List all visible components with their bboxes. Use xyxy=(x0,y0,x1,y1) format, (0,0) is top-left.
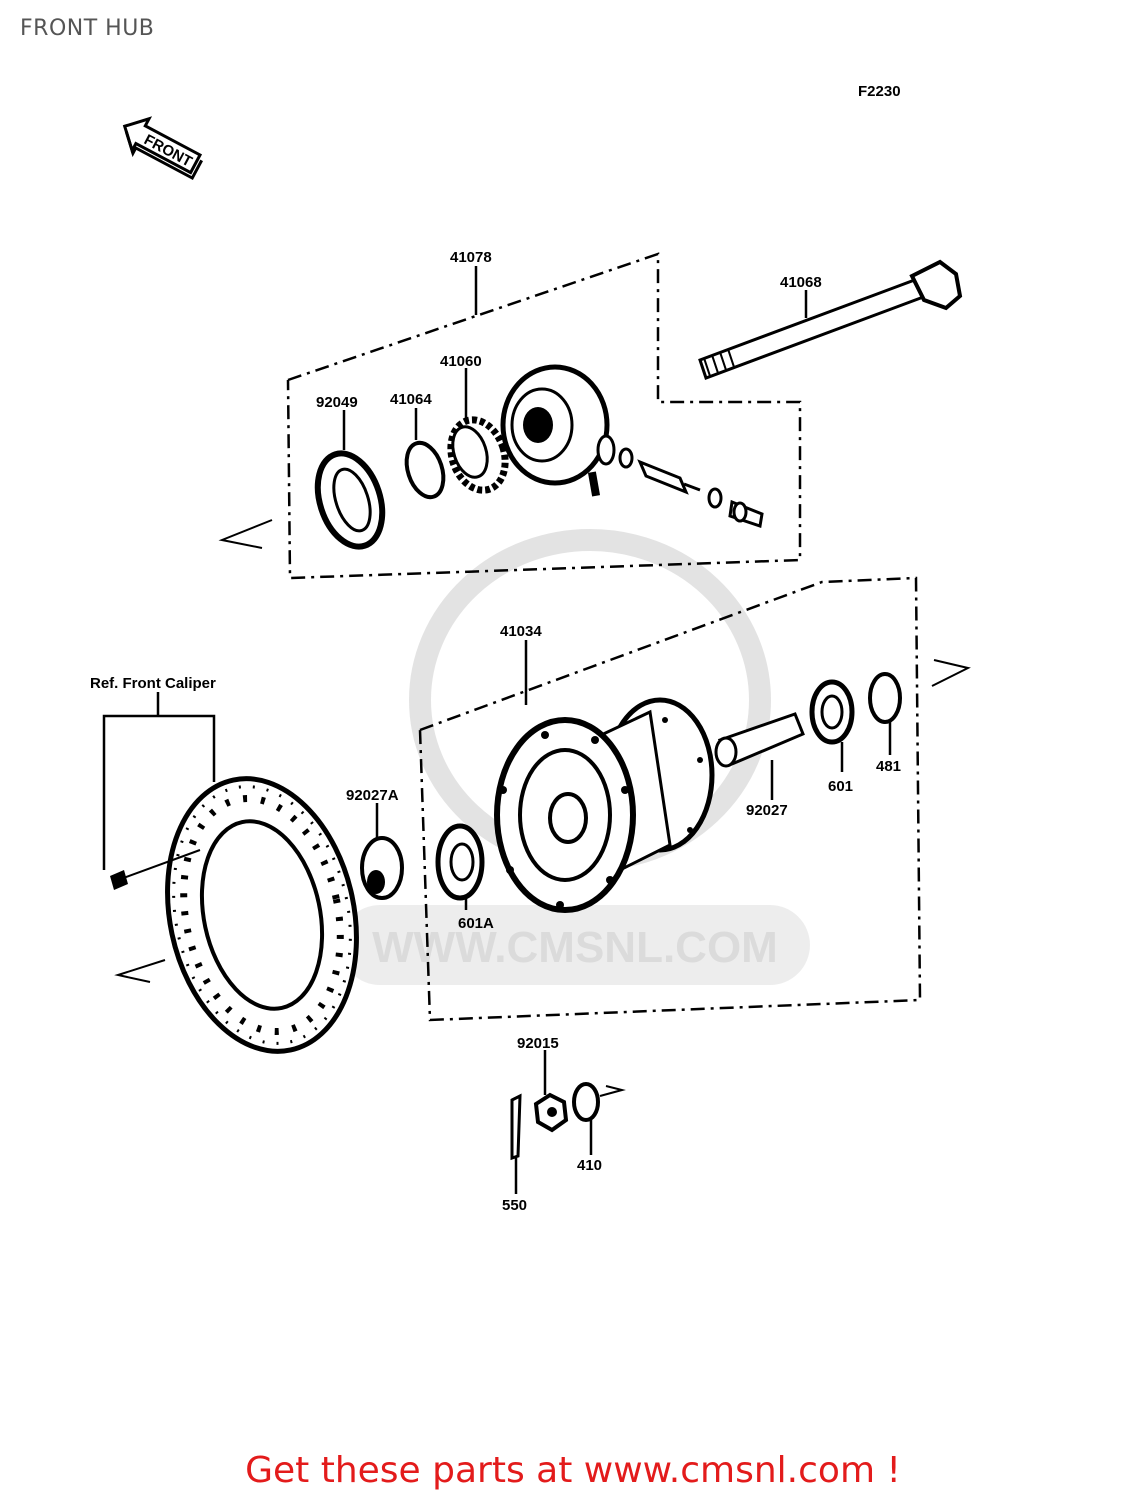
washer-410 xyxy=(572,1082,600,1122)
part-label-92015: 92015 xyxy=(517,1035,559,1052)
part-label-550: 550 xyxy=(502,1197,527,1214)
nut-92015 xyxy=(533,1092,569,1133)
direction-arrow-410 xyxy=(599,1085,626,1097)
ref-front-caliper-label: Ref. Front Caliper xyxy=(90,675,216,692)
assembly-41078-box xyxy=(286,252,802,580)
part-label-41034: 41034 xyxy=(500,623,542,640)
front-direction-arrow: FRONT xyxy=(122,116,203,181)
brake-disc xyxy=(165,776,359,1054)
oil-seal-92049 xyxy=(314,450,386,550)
spacer-92027 xyxy=(714,712,805,768)
axle-41068 xyxy=(698,259,963,380)
footer-link[interactable]: Get these parts at www.cmsnl.com ! xyxy=(245,1450,901,1491)
part-label-92027A: 92027A xyxy=(346,787,399,804)
part-label-41060: 41060 xyxy=(440,353,482,370)
ref-front-caliper-bracket xyxy=(102,692,216,870)
part-label-410: 410 xyxy=(577,1157,602,1174)
gear-housing xyxy=(500,364,610,497)
part-label-41064: 41064 xyxy=(390,391,432,408)
part-label-601A: 601A xyxy=(458,915,494,932)
page-title: FRONT HUB xyxy=(20,16,155,41)
watermark-text: WWW.CMSNL.COM xyxy=(372,923,778,972)
direction-arrow-right xyxy=(931,659,971,687)
circlip-481 xyxy=(868,672,902,724)
part-label-41078: 41078 xyxy=(450,249,492,266)
part-label-92027: 92027 xyxy=(746,802,788,819)
diagram-code: F2230 xyxy=(858,83,901,100)
part-label-92049: 92049 xyxy=(316,394,358,411)
bearing-601A xyxy=(435,823,485,901)
cotter-pin-550 xyxy=(510,1093,522,1161)
part-label-481: 481 xyxy=(876,758,901,775)
gear-41060 xyxy=(447,416,509,494)
retainer-41064 xyxy=(404,440,446,500)
part-label-41068: 41068 xyxy=(780,274,822,291)
hub-41034 xyxy=(494,697,715,913)
collar-92027A xyxy=(360,836,404,900)
direction-arrow-disc xyxy=(114,959,166,983)
assembly-41034-box xyxy=(418,576,922,1022)
part-label-601: 601 xyxy=(828,778,853,795)
direction-arrow-upper xyxy=(218,519,273,549)
drive-pinion-parts xyxy=(596,434,764,528)
bearing-601 xyxy=(809,679,855,745)
disc-bolt xyxy=(110,849,201,890)
